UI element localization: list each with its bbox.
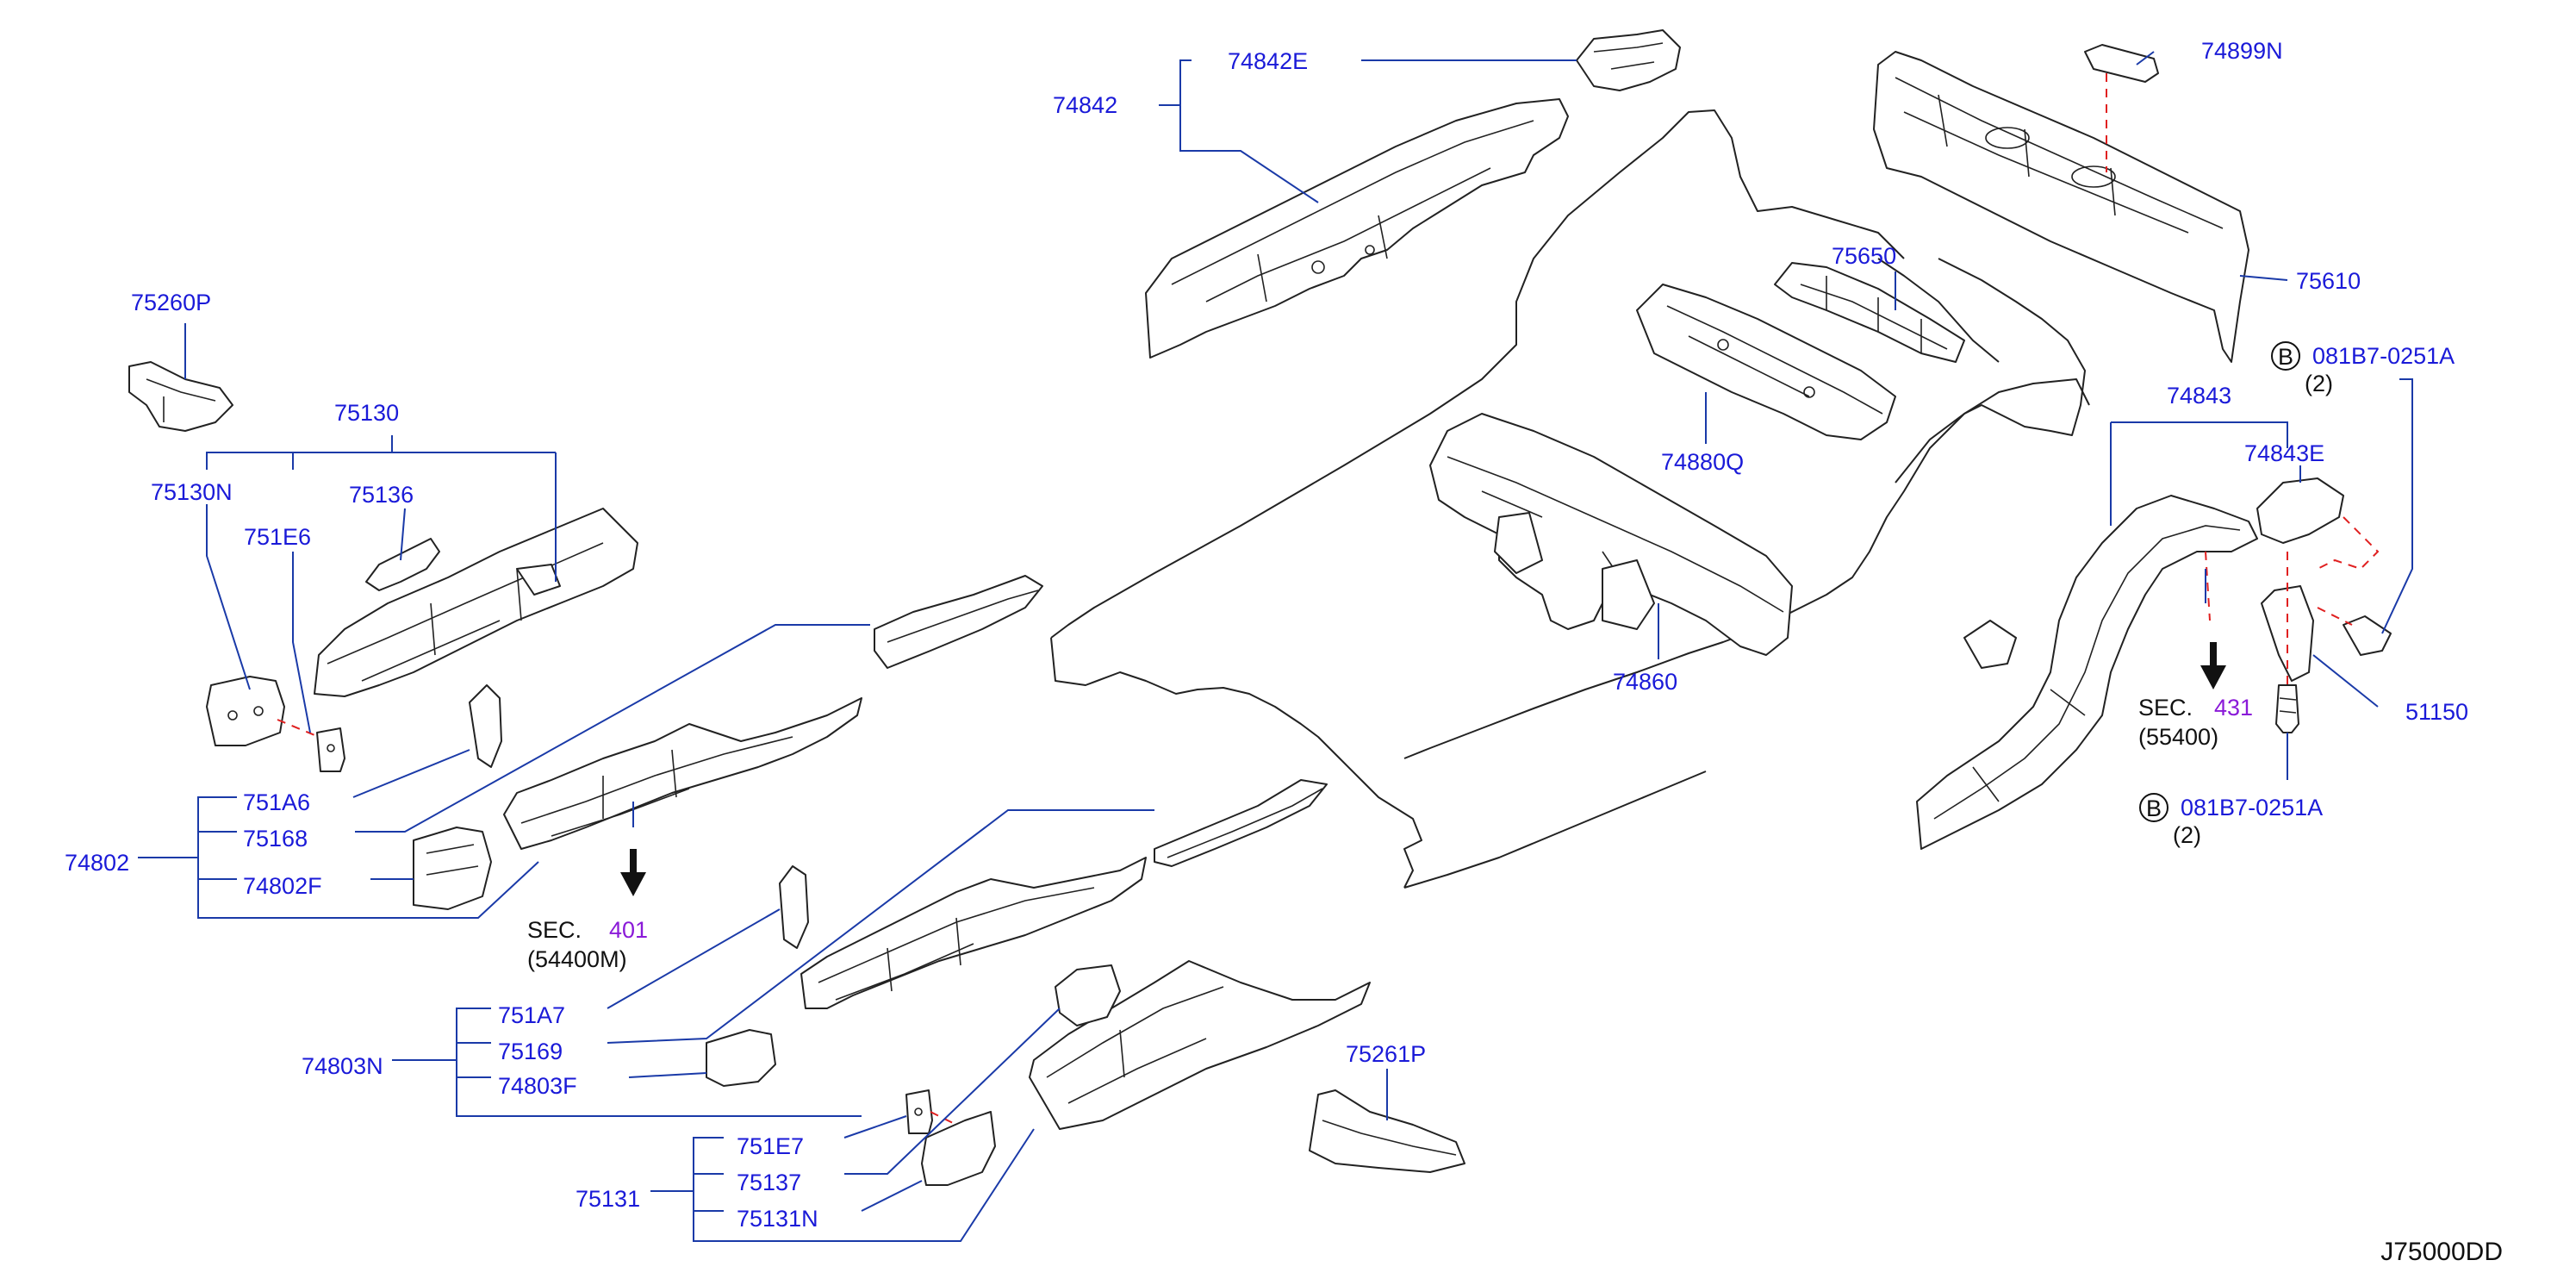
part-75260P-shape — [128, 361, 233, 432]
part-74803N-shape — [800, 857, 1147, 1009]
label-74803F: 74803F — [498, 1073, 577, 1099]
label-75130: 75130 — [334, 400, 399, 426]
bolt-marker-top: B — [2271, 341, 2300, 371]
label-74843: 74843 — [2167, 383, 2231, 409]
part-74843E-shape — [2256, 477, 2344, 544]
section-arrow-left — [620, 849, 646, 896]
svg-text:B: B — [2278, 344, 2293, 370]
part-74842-shape — [1145, 98, 1569, 359]
label-75130N: 75130N — [151, 479, 233, 505]
part-74842E-shape — [1576, 29, 1681, 91]
part-751E7-shape — [905, 1089, 933, 1134]
label-751E7: 751E7 — [737, 1133, 804, 1159]
label-75168: 75168 — [243, 826, 308, 852]
part-74803F-shape — [706, 1029, 776, 1087]
label-74842E: 74842E — [1228, 48, 1308, 74]
part-75650-shape — [1774, 262, 1965, 363]
sec-left-ref: (54400M) — [527, 946, 627, 972]
svg-text:B: B — [2146, 795, 2162, 821]
label-74899N: 74899N — [2201, 38, 2283, 64]
part-74880Q-shape — [1636, 284, 1896, 440]
bolt-top-shape — [2343, 615, 2392, 656]
label-751A6: 751A6 — [243, 789, 310, 815]
bolt-bottom-shape — [2275, 684, 2299, 733]
label-75169: 75169 — [498, 1039, 563, 1064]
part-75261P-shape — [1309, 1089, 1465, 1173]
part-side-sill-upper-shape — [874, 575, 1043, 669]
part-74899N-shape — [2084, 44, 2159, 83]
part-74802-shape — [503, 697, 862, 850]
label-74860: 74860 — [1613, 669, 1677, 695]
part-75131N-shape — [921, 1111, 996, 1186]
label-74803N: 74803N — [302, 1053, 383, 1079]
label-75261P: 75261P — [1346, 1041, 1426, 1067]
part-labels: 74842E 74842 74899N 75610 75650 74880Q 7… — [65, 38, 2468, 1232]
sec-right-word: SEC. — [2138, 695, 2193, 721]
label-74842: 74842 — [1053, 92, 1117, 118]
part-74860-shape — [1429, 413, 1793, 656]
label-bolt-bottom-qty: (2) — [2173, 822, 2201, 848]
label-bolt-top: 081B7-0251A — [2312, 343, 2455, 369]
part-751A7-shape — [779, 865, 809, 949]
label-74880Q: 74880Q — [1661, 449, 1744, 475]
label-74802F: 74802F — [243, 873, 322, 899]
section-ref-left: SEC. 401 (54400M) — [527, 917, 648, 972]
label-51150: 51150 — [2405, 699, 2468, 725]
diagram-code: J75000DD — [2380, 1238, 2503, 1266]
part-side-sill-lower-shape — [1154, 779, 1328, 867]
vehicle-body-outline — [1050, 109, 2090, 889]
label-751A7: 751A7 — [498, 1002, 565, 1028]
leader-lines — [138, 51, 2413, 1242]
label-75136: 75136 — [349, 482, 414, 508]
section-ref-right: SEC. 431 (55400) — [2138, 695, 2253, 750]
label-bolt-top-qty: (2) — [2305, 371, 2333, 396]
label-74802: 74802 — [65, 850, 129, 876]
label-75260P: 75260P — [131, 290, 211, 315]
sec-left-word: SEC. — [527, 917, 582, 943]
part-75137-shape — [1055, 964, 1121, 1026]
label-75610: 75610 — [2296, 268, 2361, 294]
part-751E6-shape — [316, 727, 345, 772]
part-74843-shape — [1916, 495, 2258, 850]
label-75131N: 75131N — [737, 1206, 818, 1232]
part-75130-shape — [314, 508, 638, 697]
part-75136-shape — [365, 538, 440, 591]
sec-right-ref: (55400) — [2138, 724, 2218, 750]
part-74802F-shape — [413, 827, 492, 910]
label-bolt-bottom: 081B7-0251A — [2181, 795, 2323, 820]
part-75610-shape — [1873, 51, 2249, 363]
bolt-marker-bottom: B — [2139, 793, 2168, 822]
sec-left-number[interactable]: 401 — [609, 917, 648, 943]
label-75137: 75137 — [737, 1170, 801, 1195]
label-75131: 75131 — [576, 1186, 640, 1212]
label-751E6: 751E6 — [244, 524, 311, 550]
part-75130N-shape — [206, 676, 285, 746]
label-74843E: 74843E — [2244, 440, 2324, 466]
dashed-guides — [277, 73, 2380, 1126]
label-75650: 75650 — [1832, 243, 1896, 269]
sec-right-number[interactable]: 431 — [2214, 695, 2253, 721]
section-arrow-right — [2200, 642, 2226, 689]
part-751A6-shape — [469, 684, 502, 768]
